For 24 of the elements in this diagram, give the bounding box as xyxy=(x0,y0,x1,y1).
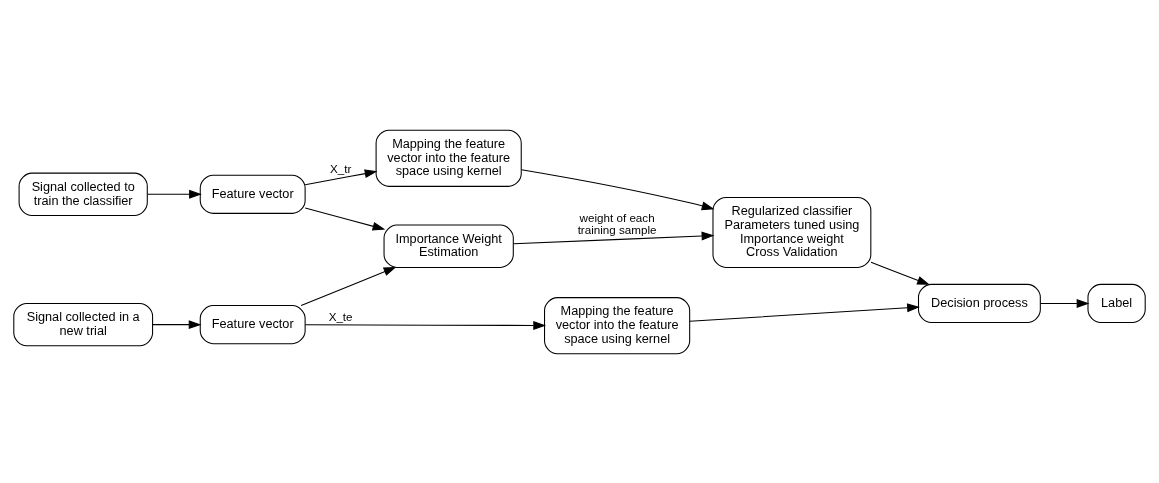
arrow xyxy=(521,168,715,210)
arrow xyxy=(870,261,930,285)
arrow xyxy=(689,302,920,322)
node-box: Feature vector xyxy=(199,304,306,344)
node-box: Mapping the feature vector into the feature space using kernel xyxy=(375,129,522,187)
node-box: Importance Weight Estimation xyxy=(383,224,514,268)
arrow xyxy=(304,168,378,185)
node-box: Decision process xyxy=(917,283,1041,323)
node-box: Regularized classifier Parameters tuned using Importance weight Cross Validation xyxy=(712,196,872,268)
node-box: Label xyxy=(1087,283,1146,323)
arrow xyxy=(152,319,202,329)
node-box: Feature vector xyxy=(199,174,306,214)
arrow xyxy=(512,231,715,244)
edge-label: X_te xyxy=(328,309,353,323)
node-box: Signal collected in a new trial xyxy=(13,302,154,346)
arrow xyxy=(304,320,547,330)
edge-label: X_tr xyxy=(329,161,352,175)
arrow xyxy=(300,266,397,306)
edge-label: weight of each training sample xyxy=(577,210,657,236)
node-box: Mapping the feature vector into the feature space using kernel xyxy=(544,296,691,354)
node-box: Signal collected to train the classifier xyxy=(18,172,148,216)
arrow xyxy=(1039,298,1090,308)
arrow xyxy=(304,207,386,231)
arrow xyxy=(147,189,202,199)
